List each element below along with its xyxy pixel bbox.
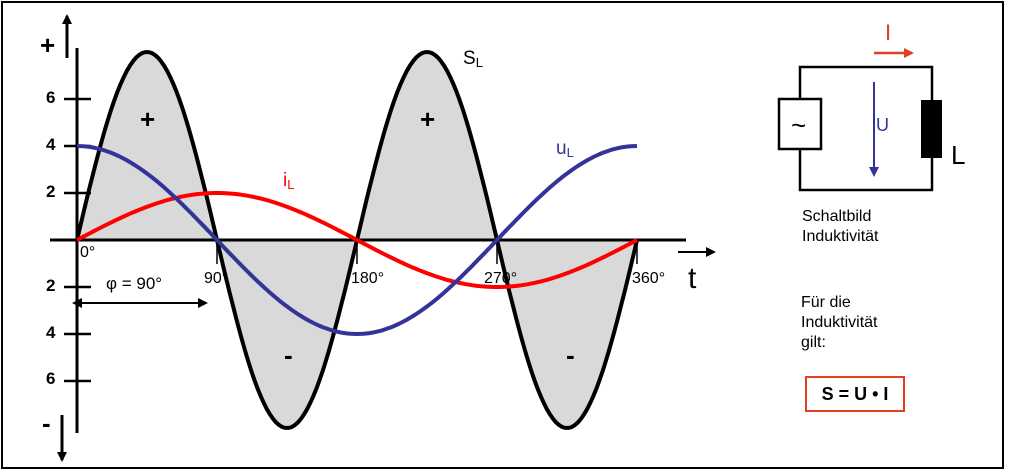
y-minus-label: - <box>42 408 51 438</box>
y-tick-neg-2: 2 <box>46 276 56 295</box>
voltage-curve-u <box>76 144 638 337</box>
x-tick-360: 360° <box>632 270 666 287</box>
y-tick-neg-4: 4 <box>46 323 56 342</box>
ac-source-symbol: ~ <box>791 110 807 140</box>
current-curve-i <box>76 191 638 289</box>
inductor-icon <box>921 100 942 158</box>
series-label-u: uL <box>556 138 574 160</box>
x-tick-0: 0° <box>80 244 96 261</box>
lobe-sign-2: - <box>284 340 293 370</box>
lobe-sign-1: + <box>140 104 156 134</box>
phase-label: φ = 90° <box>106 274 163 293</box>
y-tick-6: 6 <box>46 88 56 107</box>
series-label-s: SL <box>463 48 483 70</box>
y-tick-4: 4 <box>46 135 56 154</box>
y-tick-neg-6: 6 <box>46 369 56 388</box>
diagram-frame <box>1 1 1004 469</box>
y-plus-label: + <box>40 30 56 60</box>
voltage-label: U <box>876 115 889 135</box>
series-label-i: iL <box>283 170 295 192</box>
lobe-sign-3: + <box>420 104 436 134</box>
x-tick-180: 180° <box>351 270 385 287</box>
power-formula: S = U • I <box>805 376 905 412</box>
x-tick-90: 90° <box>204 270 229 287</box>
inductor-label: L <box>951 140 966 170</box>
x-axis-label: t <box>688 262 697 295</box>
current-label: I <box>885 20 892 45</box>
x-tick-270: 270° <box>484 270 518 287</box>
y-tick-2: 2 <box>46 182 56 201</box>
ac-source-icon <box>777 97 823 151</box>
lobe-sign-4: - <box>566 340 575 370</box>
